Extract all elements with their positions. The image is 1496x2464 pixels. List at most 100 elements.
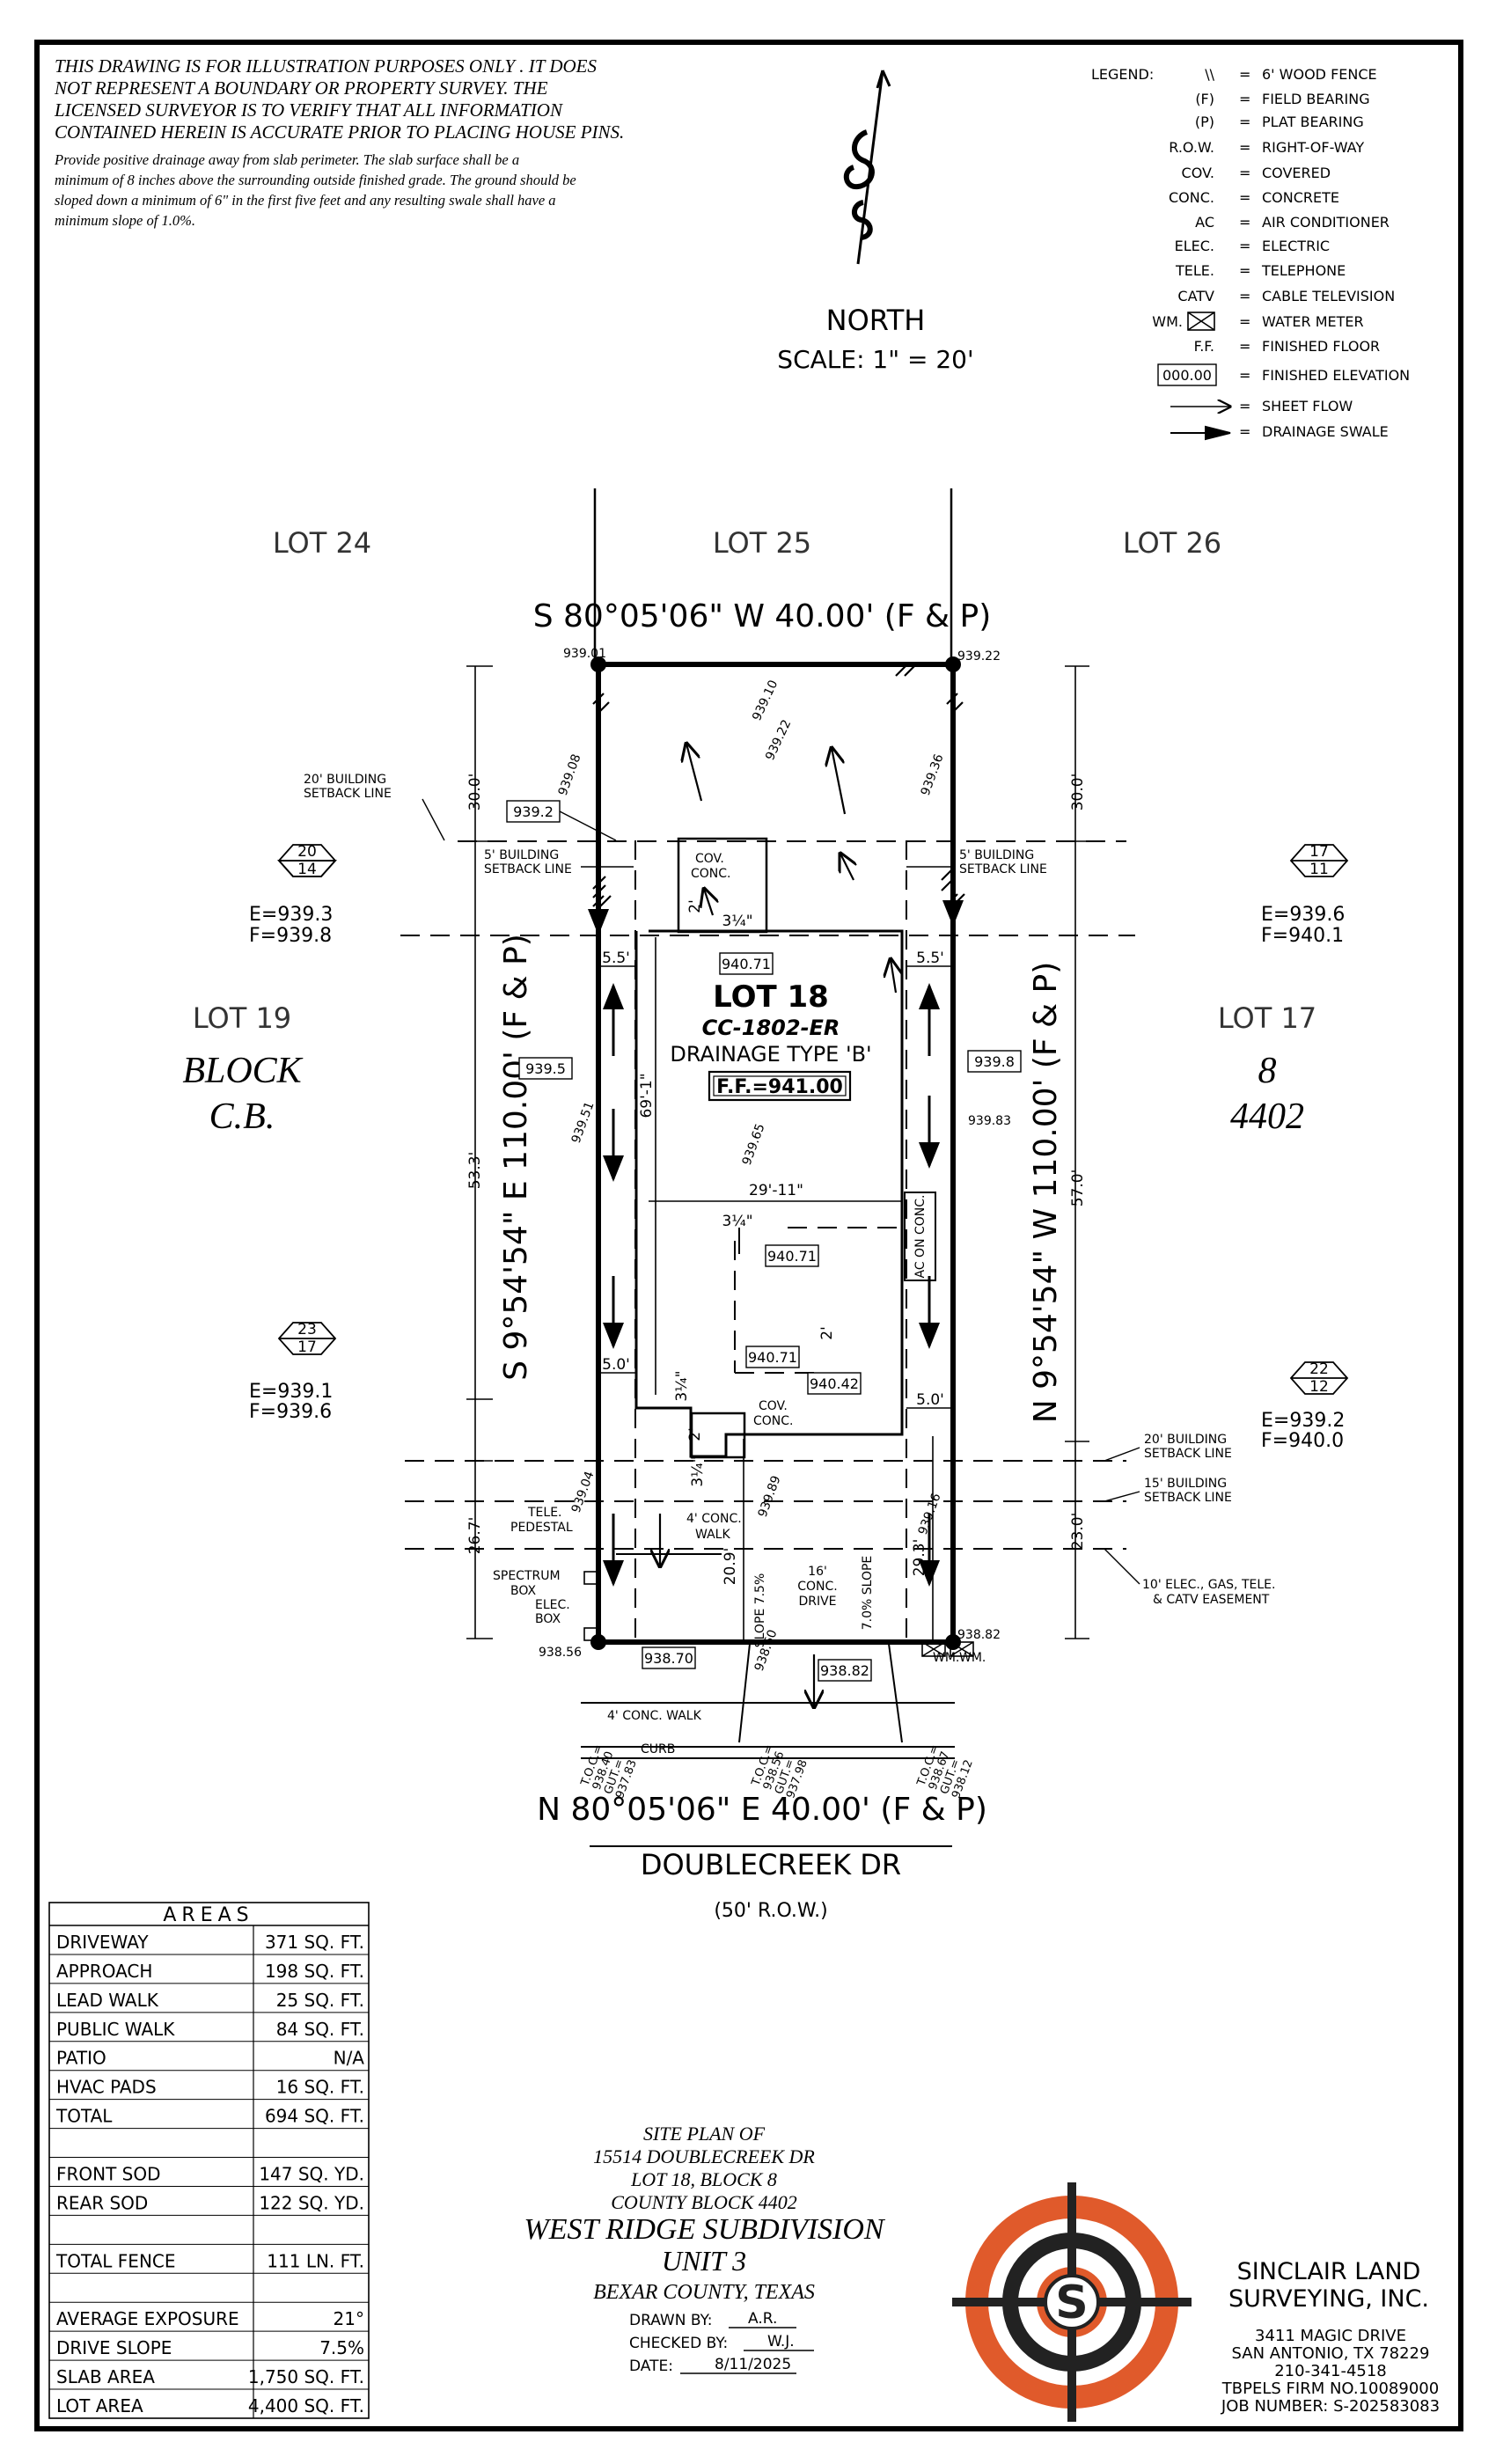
svg-text:938.70: 938.70 (644, 1650, 693, 1667)
svg-text:53.3': 53.3' (466, 1152, 484, 1190)
svg-text:LEGEND:: LEGEND: (1091, 66, 1154, 83)
svg-text:940.71: 940.71 (748, 1349, 797, 1366)
svg-text:DATE:: DATE: (629, 2358, 673, 2375)
svg-text:26.7': 26.7' (466, 1517, 484, 1555)
svg-text:939.04: 939.04 (569, 1470, 598, 1515)
svg-text:TELE.: TELE. (1175, 262, 1214, 279)
sheet-flow-arrows (660, 744, 896, 1707)
svg-text:SETBACK LINE: SETBACK LINE (304, 787, 392, 801)
svg-text:939.89: 939.89 (756, 1474, 784, 1520)
plan-code: CC-1802-ER (702, 1016, 840, 1040)
svg-text:TBPELS FIRM NO.10089000: TBPELS FIRM NO.10089000 (1221, 2380, 1439, 2398)
areas-row-value: 147 SQ. YD. (259, 2163, 364, 2184)
hex-marker-right-top: 17 11 E=939.6 F=940.1 (1261, 843, 1349, 947)
svg-text:=: = (1239, 288, 1250, 304)
svg-text:CURB: CURB (641, 1742, 675, 1756)
finished-floor: F.F.=941.00 (716, 1076, 843, 1098)
hex-marker-left-top: 20 14 E=939.3 F=939.8 (249, 843, 338, 947)
svg-text:939.08: 939.08 (556, 752, 584, 798)
svg-text:ELEC.: ELEC. (1175, 238, 1214, 254)
svg-text:AC ON CONC.: AC ON CONC. (913, 1195, 928, 1279)
svg-text:940.42: 940.42 (810, 1375, 859, 1392)
svg-text:15514 DOUBLECREEK DR: 15514 DOUBLECREEK DR (593, 2145, 815, 2167)
svg-text:000.00: 000.00 (1162, 367, 1212, 384)
areas-row-label: AVERAGE EXPOSURE (56, 2308, 239, 2329)
svg-text:F=939.6: F=939.6 (249, 1401, 332, 1423)
svg-text:=: = (1239, 313, 1250, 330)
bottom-bearing: N 80°05'06" E 40.00' (F & P) (537, 1792, 987, 1828)
svg-text:8: 8 (1258, 1051, 1277, 1091)
svg-text:W.J.: W.J. (767, 2333, 795, 2350)
hex-markers: 20 14 E=939.3 F=939.8 17 11 E=939.6 F=94… (249, 843, 1349, 1452)
svg-text:939.22: 939.22 (957, 649, 1001, 664)
svg-text:AIR CONDITIONER: AIR CONDITIONER (1262, 214, 1390, 231)
drainage-note: Provide positive drainage away from slab… (54, 151, 576, 229)
areas-row-value: 7.5% (319, 2337, 364, 2358)
svg-text:939.5: 939.5 (525, 1060, 566, 1077)
svg-text:F.F.: F.F. (1194, 338, 1214, 355)
svg-text:AREAS: AREAS (163, 1904, 253, 1926)
svg-text:11: 11 (1309, 861, 1329, 878)
svg-text:940.71: 940.71 (767, 1248, 817, 1265)
svg-text:939.2: 939.2 (513, 803, 554, 820)
svg-text:23: 23 (297, 1321, 317, 1338)
svg-text:20.9': 20.9' (722, 1548, 739, 1586)
svg-text:938.82: 938.82 (820, 1662, 869, 1679)
ff-box (708, 1070, 852, 1102)
svg-text:3¼": 3¼" (689, 1456, 707, 1486)
svg-text:=: = (1239, 91, 1250, 107)
house-slab (634, 837, 936, 1459)
svg-text:LOT 25: LOT 25 (713, 526, 811, 560)
lot-title: LOT 18 (713, 979, 829, 1015)
svg-text:939.51: 939.51 (569, 1100, 598, 1146)
svg-text:12: 12 (1309, 1378, 1329, 1396)
drainage-type: DRAINAGE TYPE 'B' (670, 1042, 871, 1067)
svg-text:NOT REPRESENT A BOUNDARY OR PR: NOT REPRESENT A BOUNDARY OR PROPERTY SUR… (54, 77, 548, 99)
svg-text:E=939.1: E=939.1 (249, 1381, 333, 1403)
svg-text:939.10: 939.10 (750, 678, 781, 723)
street-name: DOUBLECREEK DR (641, 1848, 901, 1881)
svg-text:=: = (1239, 214, 1250, 231)
svg-text:3¼": 3¼" (722, 1213, 752, 1230)
areas-row-label: DRIVE SLOPE (56, 2337, 172, 2358)
areas-row-value: 84 SQ. FT. (276, 2019, 364, 2040)
svg-text:F=940.1: F=940.1 (1261, 925, 1344, 947)
svg-text:R.O.W.: R.O.W. (1169, 139, 1214, 156)
utility-boxes (583, 1571, 974, 1657)
areas-row-label: TOTAL FENCE (55, 2250, 176, 2271)
svg-text:4402: 4402 (1230, 1096, 1304, 1137)
svg-text:15' BUILDING: 15' BUILDING (1144, 1477, 1227, 1491)
svg-text:WALK: WALK (695, 1528, 730, 1542)
svg-text:THIS DRAWING IS FOR ILLUSTRATI: THIS DRAWING IS FOR ILLUSTRATION PURPOSE… (55, 55, 597, 77)
svg-text:(P): (P) (1195, 114, 1214, 130)
svg-text:FINISHED ELEVATION: FINISHED ELEVATION (1262, 367, 1410, 384)
svg-text:=: = (1239, 66, 1250, 83)
svg-text:FIELD BEARING: FIELD BEARING (1262, 91, 1370, 107)
drafting-info: DRAWN BY: A.R. CHECKED BY: W.J. DATE: 8/… (629, 2310, 814, 2375)
svg-text:938.82: 938.82 (957, 1628, 1001, 1642)
svg-text:940.71: 940.71 (722, 956, 771, 972)
svg-text:sloped down a minimum of 6" in: sloped down a minimum of 6" in the first… (55, 192, 556, 209)
svg-text:=: = (1239, 423, 1250, 440)
svg-text:=: = (1239, 238, 1250, 254)
svg-text:COV.: COV. (759, 1399, 788, 1413)
svg-text:AC: AC (1195, 214, 1214, 231)
svg-text:WATER METER: WATER METER (1262, 313, 1364, 330)
drainage-swale-icon (1170, 425, 1231, 441)
hex-marker-right-bottom: 22 12 E=939.2 F=940.0 (1261, 1360, 1349, 1452)
areas-row-label: PATIO (56, 2048, 106, 2069)
svg-text:=: = (1239, 262, 1250, 279)
svg-text:COVERED: COVERED (1262, 165, 1331, 181)
svg-text:LOT 17: LOT 17 (1218, 1001, 1316, 1035)
svg-text:UNIT 3: UNIT 3 (662, 2245, 746, 2277)
areas-row-value: 1,750 SQ. FT. (248, 2366, 364, 2387)
title-block: SITE PLAN OF 15514 DOUBLECREEK DR LOT 18… (524, 2123, 886, 2304)
svg-text:20' BUILDING: 20' BUILDING (1144, 1433, 1227, 1447)
svg-text:CABLE TELEVISION: CABLE TELEVISION (1262, 288, 1395, 304)
svg-text:DRIVE: DRIVE (798, 1595, 836, 1609)
svg-text:S: S (1055, 2277, 1088, 2329)
svg-text:=: = (1239, 338, 1250, 355)
svg-text:17: 17 (1309, 843, 1329, 861)
